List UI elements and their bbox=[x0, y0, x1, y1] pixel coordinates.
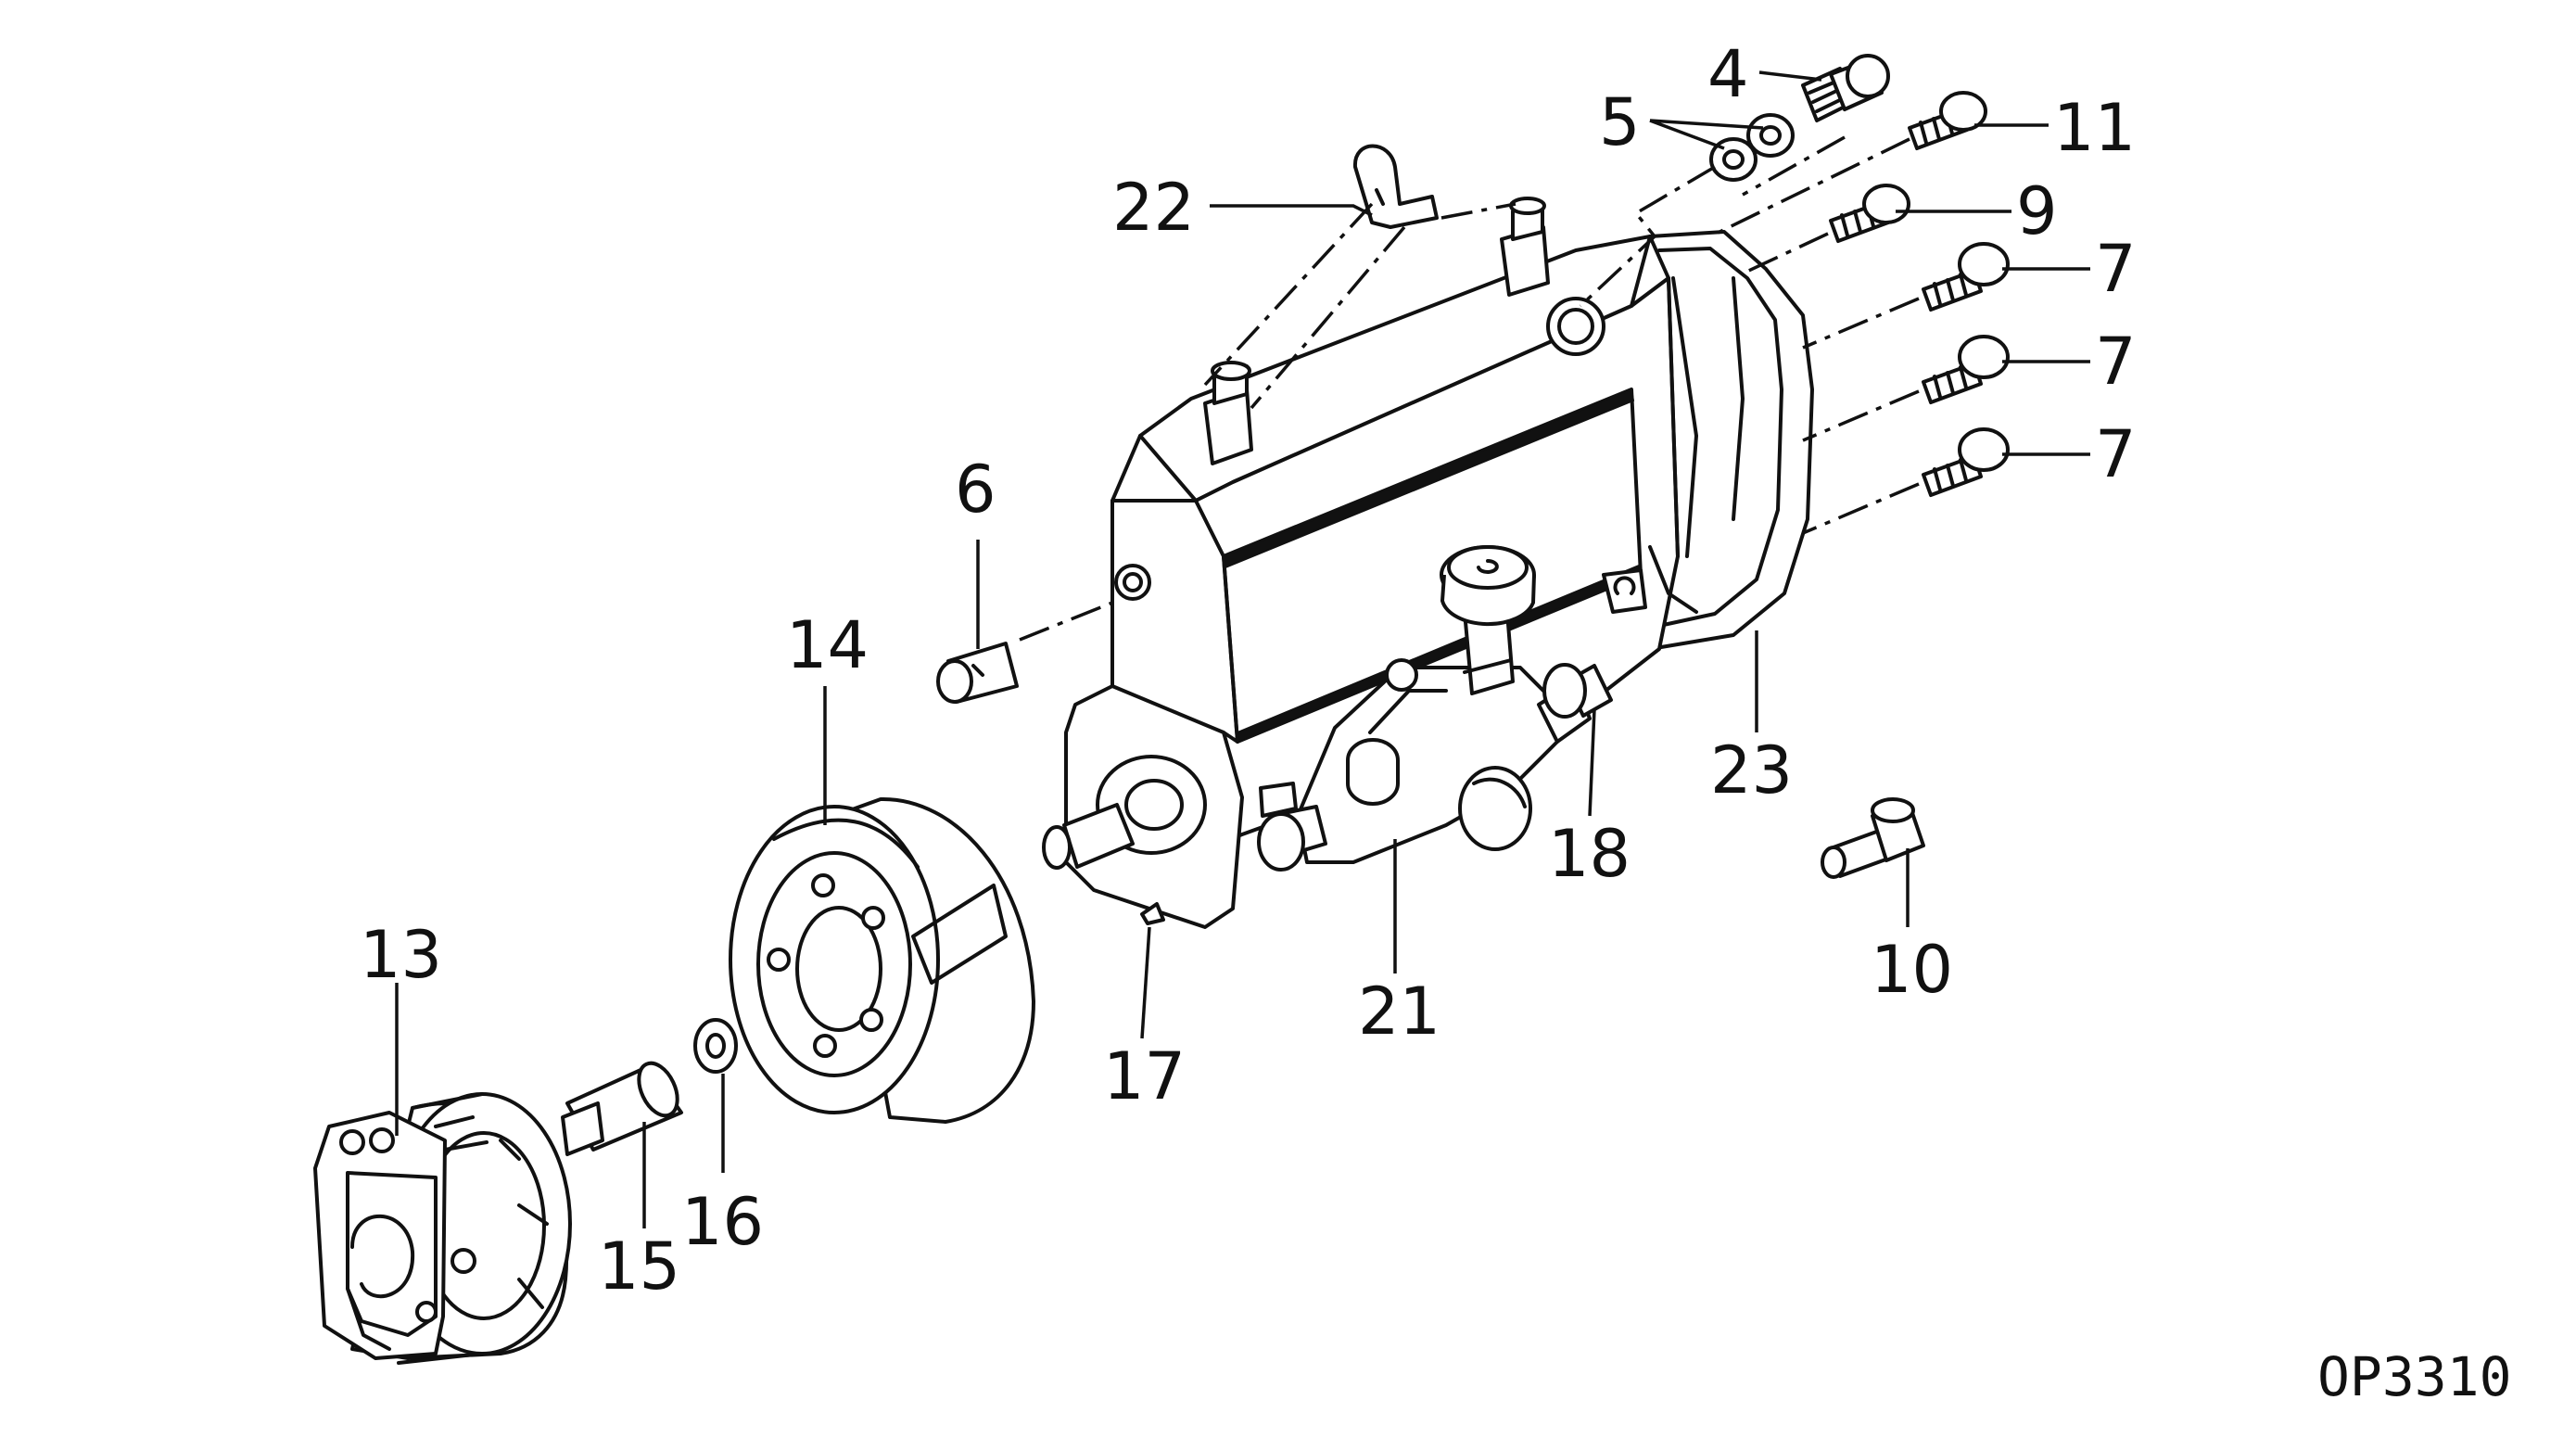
callout-23: 23 bbox=[1710, 732, 1793, 808]
callout-14: 14 bbox=[786, 607, 869, 683]
callout-7-top: 7 bbox=[2095, 231, 2137, 307]
coupling-13 bbox=[313, 1092, 572, 1365]
bolt-7c bbox=[1922, 427, 2010, 497]
sleeve-15 bbox=[561, 1061, 683, 1156]
callout-15: 15 bbox=[598, 1228, 680, 1304]
washer-16 bbox=[693, 1018, 738, 1074]
delivery-valve-holders bbox=[1203, 197, 1550, 465]
callout-4: 4 bbox=[1707, 36, 1749, 112]
bolt-7b bbox=[1922, 335, 2010, 404]
callout-labels: 4 5 6 7 7 7 9 10 11 13 14 15 16 17 18 21… bbox=[360, 36, 2137, 1304]
callout-10: 10 bbox=[1871, 932, 1953, 1008]
callout-7-middle: 7 bbox=[2095, 324, 2137, 400]
bolt-4 bbox=[1801, 54, 1890, 122]
callout-6: 6 bbox=[955, 452, 996, 528]
callout-9: 9 bbox=[2016, 173, 2058, 249]
callout-13: 13 bbox=[360, 917, 442, 993]
callout-7-bottom: 7 bbox=[2095, 416, 2137, 492]
bolt-11 bbox=[1908, 91, 1987, 150]
callout-18: 18 bbox=[1548, 816, 1631, 892]
callout-17: 17 bbox=[1103, 1038, 1186, 1114]
clip-22 bbox=[1352, 144, 1439, 229]
bolt-7a bbox=[1922, 242, 2010, 312]
callout-5: 5 bbox=[1599, 84, 1641, 160]
plug-6 bbox=[936, 642, 1019, 704]
bolt-9 bbox=[1829, 184, 1910, 243]
alignment-lines bbox=[1019, 135, 1920, 642]
callout-16: 16 bbox=[681, 1184, 764, 1260]
feed-pump bbox=[1257, 545, 1613, 872]
stud-10 bbox=[1821, 797, 1925, 879]
callout-22: 22 bbox=[1112, 170, 1195, 246]
callout-11: 11 bbox=[2053, 90, 2136, 166]
drive-gear-14 bbox=[729, 796, 1035, 1124]
leader-lines bbox=[395, 70, 2090, 1228]
callout-21: 21 bbox=[1358, 974, 1440, 1050]
figure-code: OP3310 bbox=[2317, 1345, 2512, 1408]
